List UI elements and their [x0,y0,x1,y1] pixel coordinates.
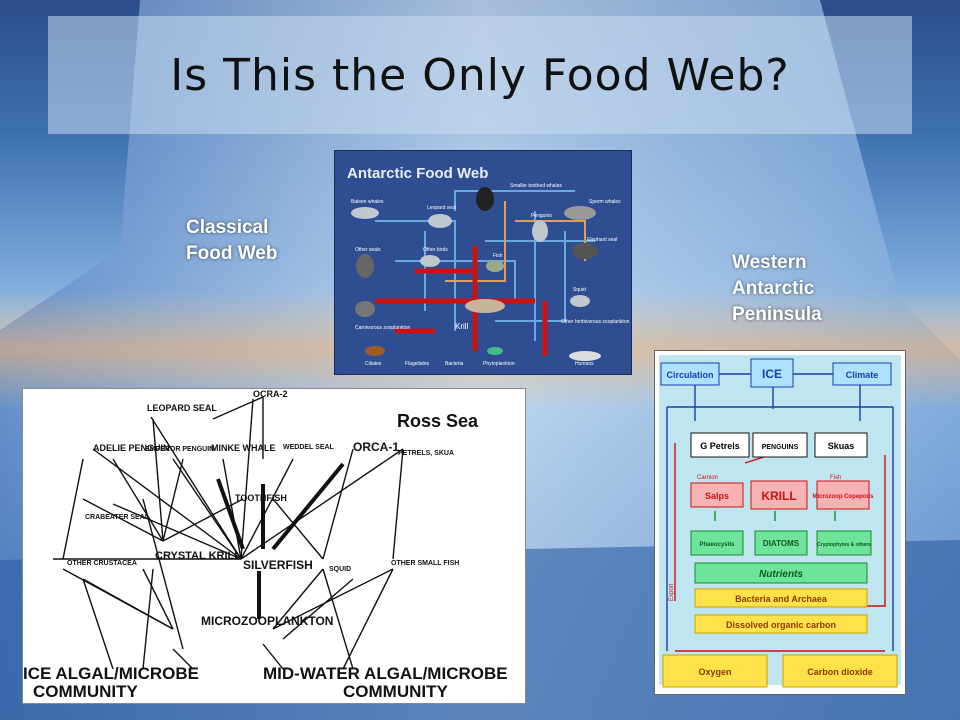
label-flagellates: Flagellates [405,361,430,367]
wap-cryptophytes: Cryptophytes & others [817,542,871,548]
label-ciliates: Ciliates [365,361,382,367]
label-baleen-whales: Baleen whales [351,199,384,205]
wap-bacteria: Bacteria and Archaea [735,594,828,604]
wap-microzoop: Microzoop Copepods [813,494,875,500]
western-caption: Western Antarctic Peninsula [732,250,822,328]
wap-climate: Climate [846,370,879,380]
wap-circulation: Circulation [666,370,713,380]
label-sperm-whales: Sperm whales [589,199,621,205]
node-minke-whale: MINKE WHALE [211,443,276,453]
western-caption-line: Antarctic [732,278,815,299]
node-toothfish: TOOTHFISH [235,493,287,503]
label-squid: Squid [573,287,586,293]
wap-doc: Dissolved organic carbon [726,620,836,630]
node-midwater-community-line: COMMUNITY [343,682,448,701]
label-carnivorous-zooplankton: Carnivorous zooplankton [355,325,411,331]
label-other-seals: Other seals [355,247,381,253]
node-ocra-2: OCRA-2 [253,389,288,399]
label-leopard-seal: Leopard seal [427,205,456,211]
label-penguins: Penguins [531,213,552,219]
node-ice-algal-line: ICE ALGAL/MICROBE [23,664,199,683]
label-humans: Humans [575,361,594,367]
node-microzooplankton: MICROZOOPLANKTON [201,614,333,628]
label-toothed-whales: Smaller toothed whales [510,183,562,189]
wap-nutrients: Nutrients [759,569,803,580]
node-orca-1: ORCA-1 [353,440,399,454]
node-adelie-penguin: ADELIE PENGUIN [93,443,170,453]
label-phytoplankton: Phytoplankton [483,361,515,367]
wap-export: Export [669,583,675,601]
western-peninsula-food-web: Circulation ICE Climate G Petrels PENGUI… [654,350,906,695]
node-weddel-seal: WEDDEL SEAL [283,444,335,451]
node-petrels-skua: PETRELS, SKUA [398,450,454,457]
label-elephant-seal: Elephant seal [587,237,617,243]
node-squid: SQUID [329,566,351,573]
node-emperor-penguin: EMPEROR PENGUIN [145,446,214,453]
node-leopard-seal: LEOPARD SEAL [147,403,217,413]
label-bacteria: Bacteria [445,361,464,367]
node-midwater-algal-line: MID-WATER ALGAL/MICROBE [263,664,508,683]
wap-diatoms: DIATOMS [763,539,800,548]
classical-caption: Classical Food Web [186,215,277,267]
antarctic-food-web-image: Antarctic Food Web Baleen whales [334,150,632,375]
classical-caption-line: Food Web [186,243,278,264]
wap-skuas: Skuas [828,441,855,451]
node-crystal-krill: CRYSTAL KRILL [155,550,241,562]
ross-sea-caption: Ross Sea [397,411,479,431]
wap-g-petrels: G Petrels [700,441,740,451]
wap-phaeocystis: Phaeocystis [699,542,735,548]
slide-title: Is This the Only Food Web? [170,49,790,101]
western-caption-line: Peninsula [732,304,822,325]
wap-salps: Salps [705,491,729,501]
classical-caption-line: Classical [186,217,269,238]
ross-sea-food-web: OCRA-2 LEOPARD SEAL WEDDEL SEAL ORCA-1 P… [22,388,526,704]
wap-ice: ICE [762,367,782,381]
label-krill: Krill [455,322,469,331]
node-silverfish: SILVERFISH [243,558,313,572]
western-caption-line: Western [732,252,807,273]
wap-krill: KRILL [761,489,796,503]
wap-carnion: Carnion [697,475,718,481]
antarctic-title: Antarctic Food Web [347,165,488,182]
node-ice-community-line: COMMUNITY [33,682,138,701]
node-crabeater-seal: CRABEATER SEAL [85,514,150,521]
node-other-crustacea: OTHER CRUSTACEA [67,560,137,567]
node-other-small-fish: OTHER SMALL FISH [391,560,459,567]
wap-oxygen: Oxygen [698,667,731,677]
label-other-birds: Other birds [423,247,448,253]
title-band [48,16,912,134]
wap-fish: Fish [830,475,841,481]
wap-carbon-dioxide: Carbon dioxide [807,667,873,677]
label-herbivorous-zooplankton: Other herbivorous zooplankton [561,319,630,325]
label-fish: Fish [493,253,503,259]
wap-penguins: PENGUINS [762,444,799,451]
